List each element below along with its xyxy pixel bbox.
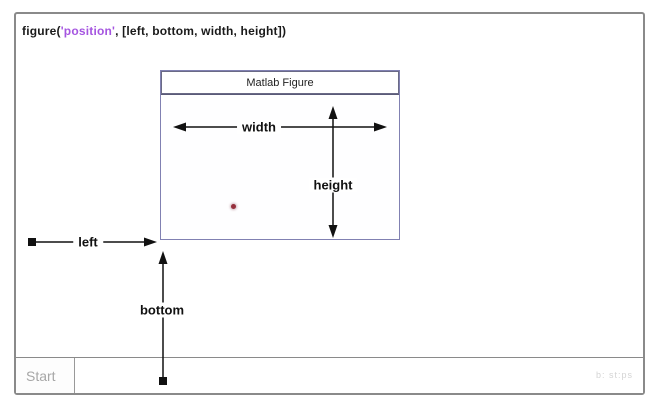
matlab-figure-box: Matlab Figure bbox=[160, 70, 400, 240]
start-button: Start bbox=[16, 358, 75, 393]
width-label: width bbox=[237, 119, 281, 135]
pointer-dot bbox=[231, 204, 236, 209]
code-line: figure('position', [left, bottom, width,… bbox=[22, 24, 286, 38]
matlab-figure-titlebar: Matlab Figure bbox=[161, 71, 399, 95]
matlab-figure-title: Matlab Figure bbox=[246, 76, 314, 89]
code-params: left, bottom, width, height bbox=[126, 24, 278, 38]
height-arrow-icon bbox=[328, 106, 338, 238]
slide-frame: figure('position', [left, bottom, width,… bbox=[14, 12, 645, 395]
bottom-arrow-icon bbox=[158, 251, 168, 385]
code-string-arg: 'position' bbox=[60, 24, 116, 38]
height-label: height bbox=[308, 177, 358, 193]
annotation-layer bbox=[28, 106, 387, 385]
left-label: left bbox=[73, 234, 103, 250]
watermark-text: b: st:ps bbox=[595, 370, 633, 380]
taskbar: Start b: st:ps bbox=[16, 357, 643, 393]
code-separator: , [ bbox=[115, 24, 127, 38]
start-button-label: Start bbox=[26, 367, 56, 384]
bottom-label: bottom bbox=[134, 302, 190, 318]
code-suffix: ]) bbox=[277, 24, 287, 38]
code-prefix: figure( bbox=[22, 24, 61, 38]
